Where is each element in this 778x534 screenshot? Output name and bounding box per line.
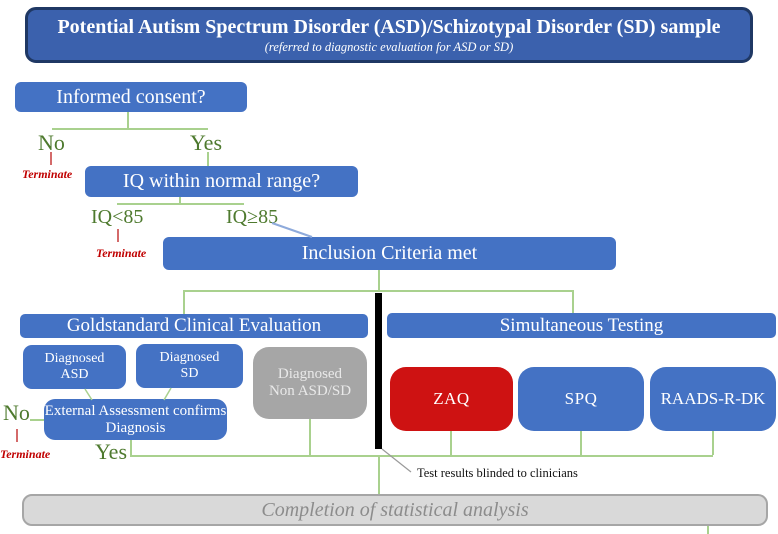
node-diagnosed-asd: Diagnosed ASD	[23, 345, 126, 389]
node-completion-label: Completion of statistical analysis	[261, 498, 529, 521]
label-iq-high: IQ≥85	[226, 206, 279, 228]
connector-line	[580, 431, 582, 455]
terminate-stub-line	[117, 229, 119, 242]
connector-line	[378, 456, 380, 494]
node-iq-range: IQ within normal range?	[85, 166, 358, 197]
label-external-no: No	[3, 400, 30, 425]
connector-line	[207, 152, 209, 166]
label-blinded-note: Test results blinded to clinicians	[417, 466, 578, 480]
terminate-stub-line	[50, 152, 52, 165]
collector-line	[130, 455, 713, 457]
connector-line	[712, 431, 714, 455]
connector-line	[183, 290, 185, 314]
terminate-stub-line	[16, 429, 18, 442]
node-diagnosed-sd: Diagnosed SD	[136, 344, 243, 388]
connector-line	[52, 128, 208, 130]
label-terminate-consent: Terminate	[22, 167, 73, 181]
node-spq: SPQ	[518, 367, 644, 431]
label-iq-low: IQ<85	[91, 206, 144, 228]
connector-line	[450, 431, 452, 455]
node-goldstandard: Goldstandard Clinical Evaluation	[20, 314, 368, 338]
connector-line	[179, 197, 181, 203]
node-simultaneous-testing-label: Simultaneous Testing	[499, 314, 664, 336]
header-title: Potential Autism Spectrum Disorder (ASD)…	[57, 15, 721, 38]
node-goldstandard-label: Goldstandard Clinical Evaluation	[66, 315, 322, 337]
label-terminate-iq: Terminate	[96, 246, 147, 260]
node-iq-range-label: IQ within normal range?	[122, 170, 321, 193]
blinded-note-pointer-line	[381, 448, 412, 473]
blinding-divider-bar	[375, 293, 382, 449]
node-zaq-label: ZAQ	[433, 389, 470, 409]
connector-line	[127, 112, 129, 128]
label-consent-yes: Yes	[190, 130, 223, 155]
connector-line	[707, 526, 709, 534]
node-diagnosed-non-asd-sd-label: Diagnosed Non ASD/SD	[268, 366, 352, 399]
node-informed-consent-label: Informed consent?	[56, 85, 206, 108]
connector-line	[309, 419, 311, 456]
node-external-assessment: External Assessment confirms Diagnosis	[44, 399, 227, 440]
node-diagnosed-asd-label: Diagnosed ASD	[44, 351, 105, 382]
node-simultaneous-testing: Simultaneous Testing	[387, 313, 776, 338]
branch-bracket-line	[183, 290, 574, 292]
node-completion: Completion of statistical analysis	[22, 494, 768, 526]
node-external-assessment-label: External Assessment confirms Diagnosis	[44, 402, 227, 436]
node-zaq: ZAQ	[390, 367, 513, 431]
header-subtitle: (referred to diagnostic evaluation for A…	[264, 39, 514, 54]
header-banner: Potential Autism Spectrum Disorder (ASD)…	[25, 7, 753, 63]
node-inclusion-criteria-label: Inclusion Criteria met	[301, 242, 478, 265]
label-consent-no: No	[38, 130, 65, 155]
node-raads: RAADS-R-DK	[650, 367, 776, 431]
node-spq-label: SPQ	[564, 389, 598, 409]
connector-line	[30, 419, 44, 421]
connector-line	[572, 290, 574, 313]
node-diagnosed-sd-label: Diagnosed SD	[159, 350, 220, 381]
node-informed-consent: Informed consent?	[15, 82, 247, 112]
label-external-yes: Yes	[95, 439, 128, 464]
connector-line	[117, 203, 244, 205]
node-raads-label: RAADS-R-DK	[660, 389, 766, 409]
node-inclusion-criteria: Inclusion Criteria met	[163, 237, 616, 270]
connector-line	[130, 440, 132, 457]
connector-line	[378, 270, 380, 290]
label-terminate-external: Terminate	[0, 447, 51, 461]
node-diagnosed-non-asd-sd: Diagnosed Non ASD/SD	[253, 347, 367, 419]
